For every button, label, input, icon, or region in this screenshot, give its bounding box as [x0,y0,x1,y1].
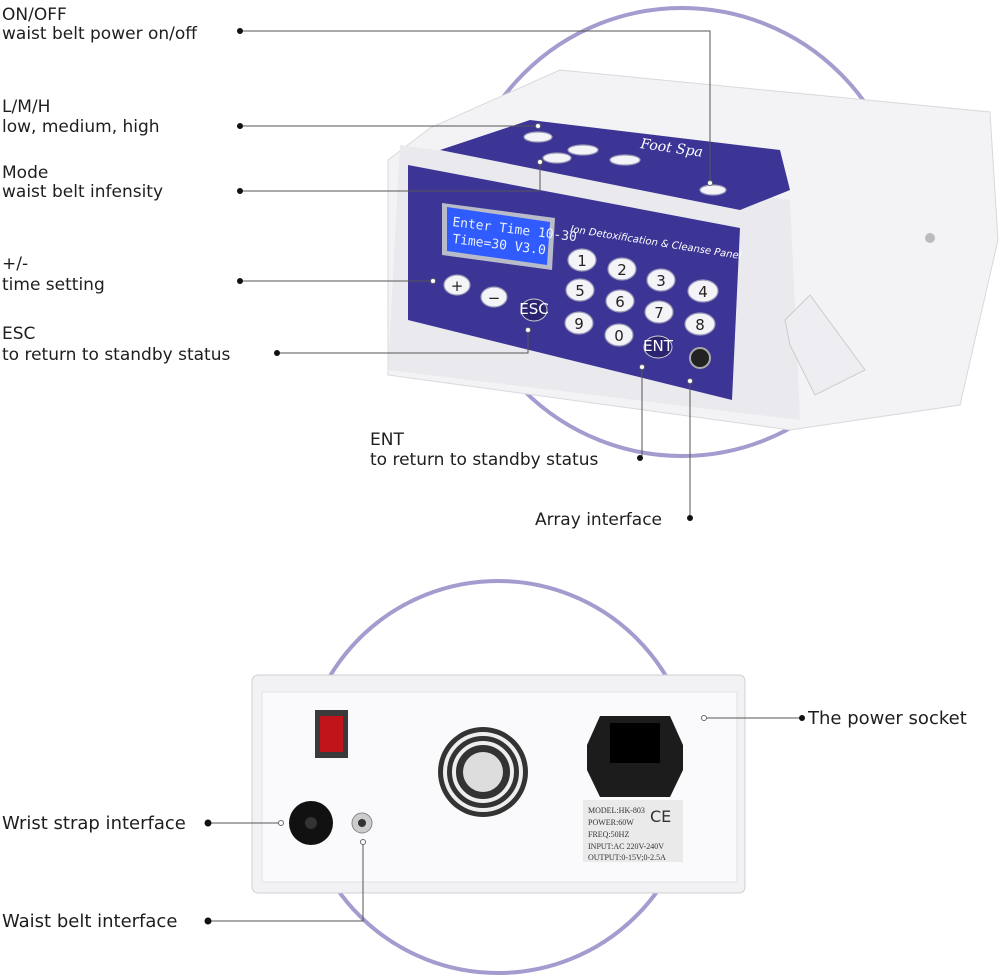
svg-text:MODEL:HK-803: MODEL:HK-803 [588,806,645,815]
plus-button[interactable]: + [443,274,471,296]
svg-text:2: 2 [617,261,627,279]
ent-button[interactable]: ENT [643,335,674,359]
svg-text:−: − [488,289,501,307]
spec-label [583,800,683,862]
svg-text:8: 8 [695,316,705,334]
key-2[interactable]: 2 [607,257,637,281]
mode-title: Mode [2,163,48,183]
svg-text:6: 6 [615,293,625,311]
svg-text:ENT: ENT [643,337,674,355]
svg-text:0: 0 [614,327,624,345]
key-7[interactable]: 7 [644,300,674,324]
callout-lines [204,28,805,925]
side-screw [925,233,935,243]
on-off-button[interactable] [699,184,727,196]
svg-text:5: 5 [575,282,585,300]
top-button[interactable] [567,144,599,156]
svg-text:POWER:60W: POWER:60W [588,818,634,827]
svg-text:4: 4 [698,283,708,301]
back-device: MODEL:HK-803 POWER:60W FREQ:50HZ INPUT:A… [251,674,746,894]
svg-text:3: 3 [656,272,666,290]
plus-minus-title: +/- [2,254,28,274]
mode-desc: waist belt infensity [2,182,163,202]
key-6[interactable]: 6 [605,289,635,313]
svg-text:ESC: ESC [519,300,548,318]
array-interface-label: Array interface [535,510,662,530]
plus-minus-desc: time setting [2,275,105,295]
lcd-screen [447,207,550,265]
key-5[interactable]: 5 [565,278,595,302]
power-socket-label: The power socket [807,708,967,729]
key-1[interactable]: 1 [567,248,597,272]
fan-grille [438,727,528,817]
key-0[interactable]: 0 [604,323,634,347]
esc-button[interactable]: ESC [519,298,549,322]
lmh-title: L/M/H [2,97,50,117]
svg-text:9: 9 [574,315,584,333]
lmh-desc: low, medium, high [2,117,160,137]
svg-text:INPUT:AC 220V-240V: INPUT:AC 220V-240V [588,842,664,851]
ce-mark: CE [650,807,671,826]
mode-button[interactable] [542,152,572,164]
on-off-title: ON/OFF [2,5,67,25]
esc-title: ESC [2,324,35,344]
side-handle [784,294,866,396]
key-4[interactable]: 4 [687,279,719,303]
array-interface-jack[interactable] [689,347,711,369]
svg-text:OUTPUT:0-15V;0-2.5A: OUTPUT:0-15V;0-2.5A [588,853,666,862]
key-9[interactable]: 9 [564,311,594,335]
svg-text:+: + [451,277,464,295]
key-8[interactable]: 8 [684,312,716,336]
svg-text:FREQ:50HZ: FREQ:50HZ [588,830,629,839]
svg-text:1: 1 [577,252,587,270]
ent-desc: to return to standby status [370,450,598,470]
front-device: Foot Spa Enter Time 10-30 Time=30 V3.0 I… [387,69,999,431]
minus-button[interactable]: − [480,286,508,308]
svg-text:7: 7 [654,304,664,322]
key-3[interactable]: 3 [646,268,676,292]
lmh-button[interactable] [523,131,553,143]
ent-title: ENT [370,430,404,450]
esc-desc: to return to standby status [2,345,230,365]
wrist-strap-label: Wrist strap interface [2,813,186,834]
top-button[interactable] [609,154,641,166]
waist-belt-label: Waist belt interface [2,911,177,932]
on-off-desc: waist belt power on/off [2,24,198,44]
